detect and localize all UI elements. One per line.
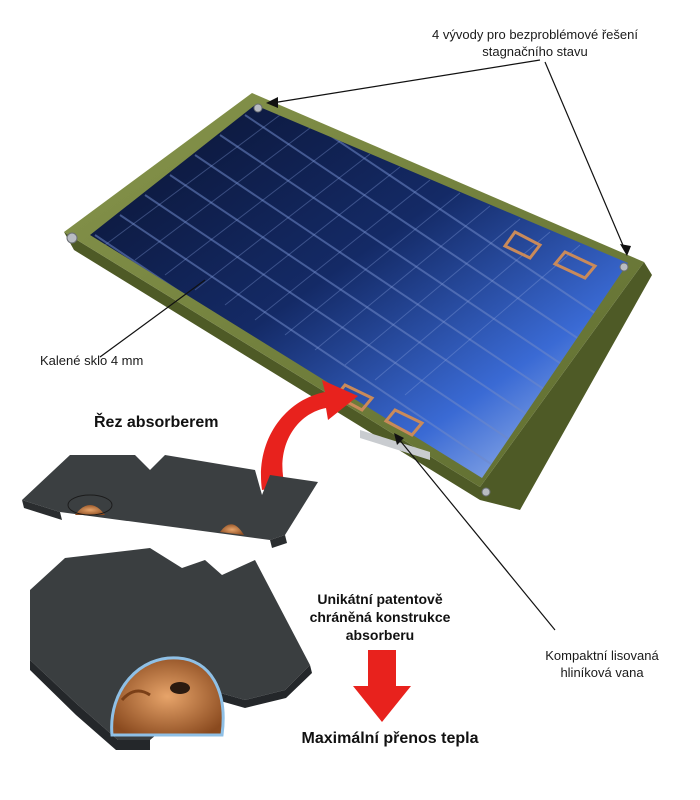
tray-label: Kompaktní lisovaná hliníková vana xyxy=(522,647,682,681)
construction-label: Unikátní patentově chráněná konstrukce a… xyxy=(285,590,475,644)
construction-label-line1: Unikátní patentově xyxy=(317,591,443,607)
pipe-loops xyxy=(333,230,598,437)
arrowhead-icon xyxy=(620,244,631,256)
solar-collector xyxy=(64,93,652,510)
arrowhead-icon xyxy=(394,433,404,445)
outlets-label-line2: stagnačního stavu xyxy=(482,44,588,59)
construction-label-line2: chráněná konstrukce xyxy=(309,609,451,625)
outlets-label: 4 vývody pro bezproblémové řešení stagna… xyxy=(400,26,670,60)
heat-transfer-label: Maximální přenos tepla xyxy=(301,730,479,747)
outlets-label-line1: 4 vývody pro bezproblémové řešení xyxy=(432,27,638,42)
glass-label: Kalené sklo 4 mm xyxy=(40,353,144,368)
down-red-arrow-icon xyxy=(353,650,411,722)
absorber-section-large xyxy=(30,548,312,750)
construction-label-line3: absorberu xyxy=(345,627,415,643)
aluminum-tray xyxy=(360,430,430,460)
tray-label-line2: hliníková vana xyxy=(560,665,644,680)
tempered-glass xyxy=(90,105,628,478)
outlet-fittings xyxy=(66,103,629,497)
arrowhead-icon xyxy=(266,97,278,108)
leader-lines xyxy=(99,59,626,631)
absorber-section-small xyxy=(22,455,318,548)
cross-section-label: Řez absorberem xyxy=(94,414,219,431)
tray-label-line1: Kompaktní lisovaná xyxy=(545,648,659,663)
curved-red-arrow-icon xyxy=(260,380,358,490)
